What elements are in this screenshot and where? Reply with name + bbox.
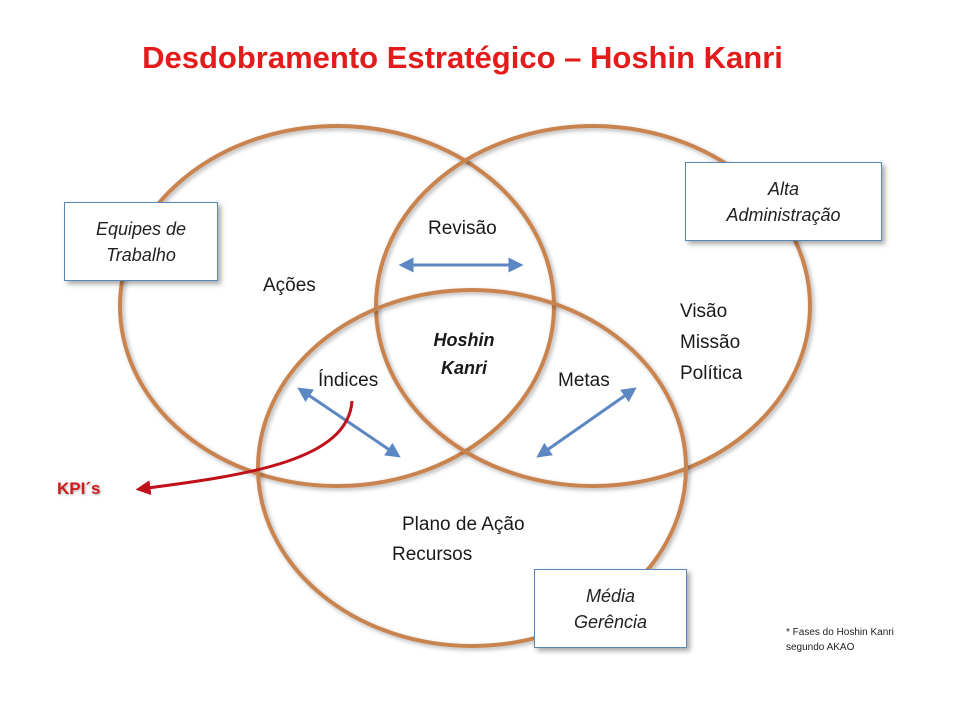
indices-arrow: [297, 387, 401, 458]
box-media-gerencia: Média Gerência: [534, 569, 687, 648]
circle-alta: [374, 124, 812, 488]
footnote: * Fases do Hoshin Kanri segundo AKAO: [786, 625, 894, 655]
label-metas: Metas: [558, 370, 610, 391]
label-recursos: Recursos: [392, 544, 473, 565]
circle-equipes: [118, 124, 556, 488]
metas-arrow: [536, 387, 637, 458]
label-politica: Política: [680, 363, 743, 384]
label-revisao: Revisão: [428, 218, 497, 239]
label-indices: Índices: [318, 370, 379, 391]
box-line: Alta: [767, 178, 800, 199]
footnote-line: segundo AKAO: [786, 642, 855, 653]
box-line: Administração: [726, 204, 841, 225]
page-title: Desdobramento Estratégico – Hoshin Kanri: [142, 40, 783, 75]
box-alta-administracao: Alta Administração: [685, 162, 882, 241]
label-kpis: KPI´s: [57, 479, 101, 498]
circle-media: [256, 288, 688, 648]
center-line: Kanri: [440, 358, 487, 378]
label-visao: Visão: [680, 301, 728, 322]
label-plano-de-acao: Plano de Ação: [402, 514, 525, 535]
label-hoshin-kanri: Hoshin Kanri: [414, 326, 514, 382]
footnote-line: * Fases do Hoshin Kanri: [786, 627, 894, 638]
box-equipes-de-trabalho: Equipes de Trabalho: [64, 202, 218, 281]
kpi-arrow: [135, 400, 354, 496]
box-line: Gerência: [573, 611, 648, 632]
label-missao: Missão: [680, 332, 741, 353]
box-line: Equipes de: [95, 218, 187, 239]
box-line: Trabalho: [106, 244, 176, 265]
center-line: Hoshin: [433, 330, 495, 350]
label-visao-missao-politica: Visão Missão Política: [680, 296, 742, 389]
label-acoes: Ações: [263, 275, 316, 296]
box-line: Média: [585, 585, 636, 606]
